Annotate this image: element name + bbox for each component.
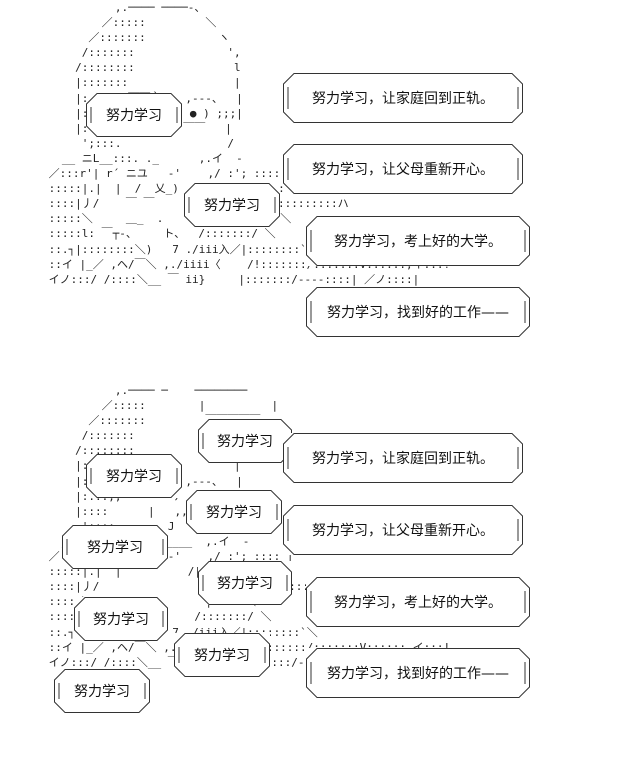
bubble-text: 努力学习 (106, 469, 162, 485)
bubble-outline (306, 577, 530, 627)
bubble-outline (174, 633, 270, 677)
bubble-text: 努力学习 (194, 648, 250, 664)
bubble-outline (86, 93, 182, 137)
speech-bubble-small: 努力学习 (198, 561, 292, 605)
bubble-outline (184, 183, 280, 227)
bubble-outline (283, 505, 523, 555)
speech-bubble-small: 努力学习 (86, 93, 182, 137)
speech-bubble-large: 努力学习，让家庭回到正轨。 (283, 433, 523, 483)
bubble-outline (74, 597, 168, 641)
speech-bubble-large: 努力学习，找到好的工作—— (306, 287, 530, 337)
bubble-text: 努力学习，让家庭回到正轨。 (312, 451, 494, 467)
bubble-outline (283, 433, 523, 483)
panel-top: ,.──── ────-、 ／::::: ＼ ／::::::: ヽ /:::::… (49, 1, 530, 337)
bubble-outline (306, 216, 530, 266)
speech-bubble-large: 努力学习，考上好的大学。 (306, 216, 530, 266)
bubble-text: 努力学习，让父母重新开心。 (312, 523, 494, 539)
bubble-outline (306, 648, 530, 698)
bubble-outline (306, 287, 530, 337)
speech-bubble-small: 努力学习 (186, 490, 282, 534)
speech-bubble-large: 努力学习，让父母重新开心。 (283, 144, 523, 194)
speech-bubble-large: 努力学习，让家庭回到正轨。 (283, 73, 523, 123)
bubble-text: 努力学习，考上好的大学。 (334, 595, 502, 611)
bubble-outline (54, 669, 150, 713)
bubble-text: 努力学习，让家庭回到正轨。 (312, 91, 494, 107)
panel-bottom: ,.──── ─ ──────── ／::::: | | ／::::::: ￣￣… (0, 383, 627, 766)
speech-bubble-small: 努力学习 (86, 454, 182, 498)
bubble-outline (62, 525, 168, 569)
speech-bubble-small: 努力学习 (62, 525, 168, 569)
bubble-text: 努力学习 (217, 576, 273, 592)
bubble-text: 努力学习 (206, 505, 262, 521)
bubble-text: 努力学习 (106, 108, 162, 124)
speech-bubble-small: 努力学习 (174, 633, 270, 677)
speech-bubble-small: 努力学习 (74, 597, 168, 641)
bubble-text: 努力学习 (87, 540, 143, 556)
bubble-outline (283, 73, 523, 123)
bubble-text: 努力学习 (74, 684, 130, 700)
bubble-outline (86, 454, 182, 498)
speech-bubble-large: 努力学习，找到好的工作—— (306, 648, 530, 698)
speech-bubble-small: 努力学习 (198, 419, 292, 463)
bubble-text: 努力学习 (204, 198, 260, 214)
bubble-outline (198, 561, 292, 605)
bubble-text: 努力学习 (217, 434, 273, 450)
bubble-text: 努力学习，找到好的工作—— (327, 666, 509, 682)
speech-bubble-small: 努力学习 (184, 183, 280, 227)
speech-bubble-small: 努力学习 (54, 669, 150, 713)
bubble-text: 努力学习，让父母重新开心。 (312, 162, 494, 178)
speech-bubble-large: 努力学习，考上好的大学。 (306, 577, 530, 627)
bubble-text: 努力学习，找到好的工作—— (327, 305, 509, 321)
bubble-text: 努力学习 (93, 612, 149, 628)
speech-bubble-large: 努力学习，让父母重新开心。 (283, 505, 523, 555)
bubble-outline (186, 490, 282, 534)
bubble-outline (283, 144, 523, 194)
bubble-text: 努力学习，考上好的大学。 (334, 234, 502, 250)
